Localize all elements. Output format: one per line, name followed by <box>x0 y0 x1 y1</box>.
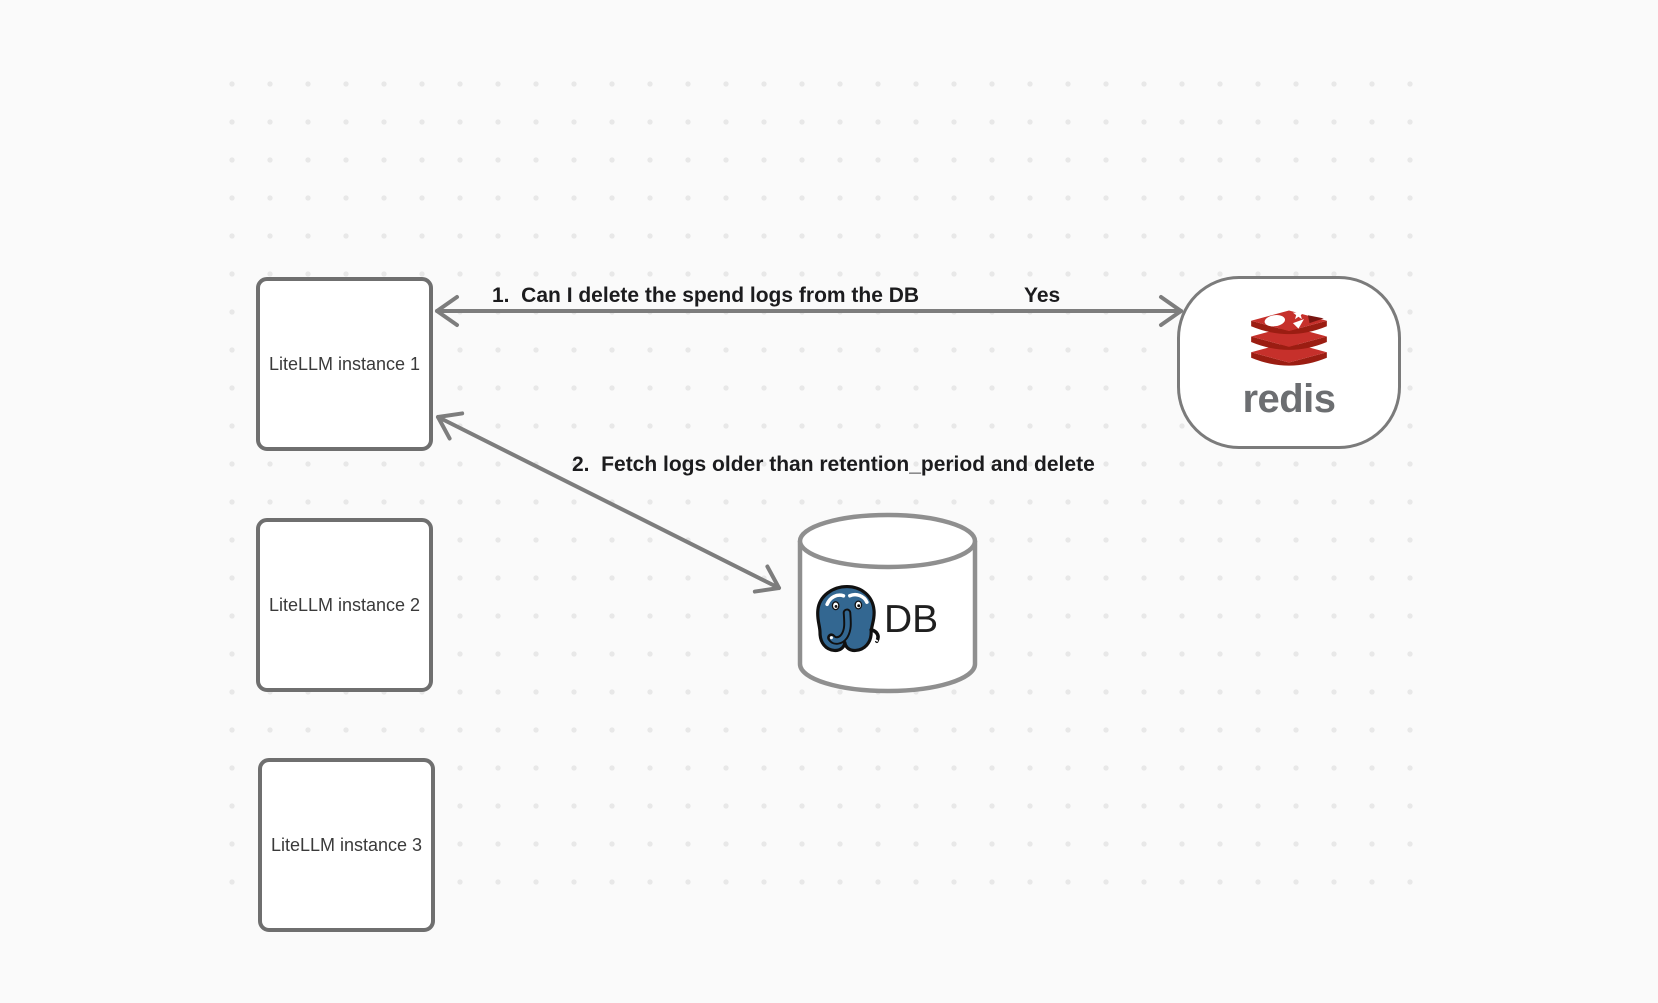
node-litellm-instance-1-label: LiteLLM instance 1 <box>268 353 421 374</box>
arrow2-label: 2. Fetch logs older than retention_perio… <box>572 453 1095 476</box>
database-label: DB <box>884 598 939 641</box>
node-litellm-instance-2-label: LiteLLM instance 2 <box>268 594 421 615</box>
postgresql-elephant-icon <box>816 584 880 653</box>
arrow1-label: 1. Can I delete the spend logs from the … <box>492 284 920 307</box>
node-litellm-instance-3[interactable]: LiteLLM instance 3 <box>258 758 435 932</box>
redis-logo-icon <box>1251 307 1327 366</box>
node-litellm-instance-1[interactable]: LiteLLM instance 1 <box>256 277 433 451</box>
node-litellm-instance-2[interactable]: LiteLLM instance 2 <box>256 518 433 692</box>
node-litellm-instance-3-label: LiteLLM instance 3 <box>270 834 423 855</box>
arrow1-response-label: Yes <box>1024 284 1061 307</box>
arrow-instance1-db[interactable] <box>436 411 781 594</box>
redis-wordmark: redis <box>1242 376 1336 421</box>
node-redis[interactable]: redis <box>1177 276 1401 449</box>
database-cylinder-icon <box>797 512 978 694</box>
